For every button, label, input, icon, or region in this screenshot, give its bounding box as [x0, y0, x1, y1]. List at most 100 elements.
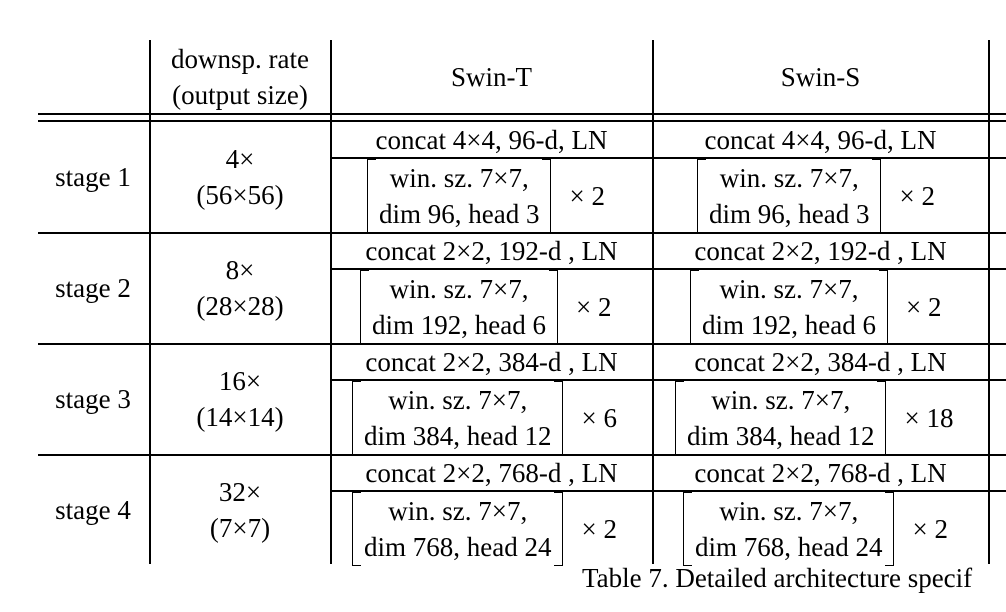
col-rule [652, 40, 654, 564]
right-bracket [885, 492, 895, 566]
block-multiplier: × 2 [905, 291, 942, 322]
swin-t-concat: concat 4×4, 96-d, LN [331, 122, 652, 158]
bracket-group: win. sz. 7×7,dim 192, head 6 [360, 270, 558, 344]
right-bracket [878, 270, 888, 344]
inner-rule [331, 379, 1006, 381]
right-bracket [877, 381, 887, 455]
header-rule-top [38, 113, 1006, 115]
header-downsp-line2: (output size) [172, 79, 308, 110]
window-size: win. sz. 7×7, [388, 496, 528, 526]
swin-s-concat: concat 4×4, 96-d, LN [653, 122, 988, 158]
concat-text: concat 2×2, 192-d , LN [694, 236, 947, 266]
swin-t-block: win. sz. 7×7, dim 768, head 24 × 2 [352, 492, 617, 566]
header-swin-s: Swin-S [653, 40, 988, 113]
stage-output-size: (7×7) [209, 513, 271, 543]
block-multiplier: × 18 [904, 402, 954, 433]
stage-rule [38, 454, 1006, 456]
window-size: win. sz. 7×7, [719, 496, 859, 526]
block-spec: win. sz. 7×7, dim 768, head 24 [361, 492, 554, 566]
concat-text: concat 2×2, 768-d , LN [694, 458, 947, 488]
swin-s-block: win. sz. 7×7,dim 768, head 24 × 2 [683, 492, 948, 566]
stage-downsample: 32× (7×7) [150, 455, 330, 565]
left-bracket [675, 381, 684, 455]
window-size: win. sz. 7×7, [388, 385, 528, 415]
stage-name: stage 2 [38, 233, 148, 343]
bracket-group: win. sz. 7×7,dim 96, head 3 [367, 159, 552, 233]
bracket-group: win. sz. 7×7, dim 768, head 24 [352, 492, 564, 566]
swin-s-block: win. sz. 7×7,dim 96, head 3 × 2 [697, 159, 935, 233]
dim-head: dim 384, head 12 [687, 421, 875, 451]
block-multiplier: × 2 [575, 291, 612, 322]
concat-text: concat 2×2, 384-d , LN [694, 347, 947, 377]
stage-rate: 32× [218, 477, 262, 507]
stage-downsample: 4× (56×56) [150, 122, 330, 232]
left-bracket [683, 492, 692, 566]
stage-name-label: stage 4 [55, 495, 131, 525]
window-size: win. sz. 7×7, [719, 163, 859, 193]
header-downsp-line1: downsp. rate [171, 43, 309, 74]
stage-output-size: (14×14) [196, 402, 284, 432]
stage-rate: 4× [225, 144, 255, 174]
col-rule [149, 40, 151, 564]
right-bracket [542, 159, 552, 233]
stage-output-size: (56×56) [196, 180, 284, 210]
stage-name-label: stage 2 [55, 273, 131, 303]
block-spec: win. sz. 7×7,dim 192, head 6 [699, 270, 879, 344]
swin-t-block: win. sz. 7×7,dim 192, head 6 × 2 [360, 270, 611, 344]
left-bracket [367, 159, 376, 233]
left-bracket [697, 159, 706, 233]
swin-t-concat: concat 2×2, 192-d , LN [331, 233, 652, 269]
bracket-group: win. sz. 7×7,dim 192, head 6 [690, 270, 888, 344]
concat-text: concat 4×4, 96-d, LN [375, 125, 608, 155]
left-bracket [352, 381, 361, 455]
swin-t-concat: concat 2×2, 384-d , LN [331, 344, 652, 380]
block-spec: win. sz. 7×7,dim 768, head 24 [692, 492, 885, 566]
swin-t-concat: concat 2×2, 768-d , LN [331, 455, 652, 491]
swin-s-concat: concat 2×2, 768-d , LN [653, 455, 988, 491]
bracket-group: win. sz. 7×7, dim 384, head 12 [352, 381, 564, 455]
block-multiplier: × 2 [899, 180, 935, 211]
inner-rule [331, 268, 1006, 270]
block-multiplier: × 2 [581, 513, 617, 544]
stage-downsample: 16×(14×14) [150, 344, 330, 454]
block-multiplier: × 6 [581, 402, 617, 433]
block-spec: win. sz. 7×7, dim 384, head 12 [361, 381, 554, 455]
block-multiplier: × 2 [912, 513, 948, 544]
dim-head: dim 192, head 6 [372, 310, 546, 340]
inner-rule [331, 490, 1006, 492]
swin-s-concat: concat 2×2, 192-d , LN [653, 233, 988, 269]
left-bracket [352, 492, 361, 566]
stage-rule [38, 343, 1006, 345]
right-bracket [872, 159, 882, 233]
window-size: win. sz. 7×7, [719, 274, 859, 304]
swin-s-block: win. sz. 7×7,dim 384, head 12 × 18 [675, 381, 953, 455]
dim-head: dim 384, head 12 [364, 421, 552, 451]
col-rule [330, 40, 332, 564]
swin-t-block: win. sz. 7×7, dim 384, head 12 × 6 [352, 381, 617, 455]
stage-name: stage 1 [38, 122, 148, 232]
block-spec: win. sz. 7×7,dim 96, head 3 [706, 159, 872, 233]
col-rule [988, 40, 990, 564]
bracket-group: win. sz. 7×7,dim 96, head 3 [697, 159, 882, 233]
block-multiplier: × 2 [569, 180, 605, 211]
concat-text: concat 2×2, 768-d , LN [365, 458, 618, 488]
header-downsp-rate: downsp. rate (output size) [150, 40, 330, 113]
dim-head: dim 96, head 3 [379, 199, 540, 229]
bracket-group: win. sz. 7×7,dim 384, head 12 [675, 381, 887, 455]
dim-head: dim 768, head 24 [364, 532, 552, 562]
stage-name: stage 3 [38, 344, 148, 454]
header-rule-bottom [38, 120, 1006, 122]
stage-rule [38, 232, 1006, 234]
concat-text: concat 2×2, 384-d , LN [365, 347, 618, 377]
bracket-group: win. sz. 7×7,dim 768, head 24 [683, 492, 895, 566]
table-caption: Table 7. Detailed architecture specif [582, 563, 973, 593]
concat-text: concat 4×4, 96-d, LN [704, 125, 937, 155]
right-bracket [554, 492, 564, 566]
swin-t-block: win. sz. 7×7,dim 96, head 3 × 2 [367, 159, 605, 233]
concat-text: concat 2×2, 192-d , LN [365, 236, 618, 266]
block-spec: win. sz. 7×7,dim 384, head 12 [684, 381, 877, 455]
stage-downsample: 8×(28×28) [150, 233, 330, 343]
swin-s-block: win. sz. 7×7,dim 192, head 6 × 2 [690, 270, 941, 344]
block-spec: win. sz. 7×7,dim 96, head 3 [376, 159, 542, 233]
